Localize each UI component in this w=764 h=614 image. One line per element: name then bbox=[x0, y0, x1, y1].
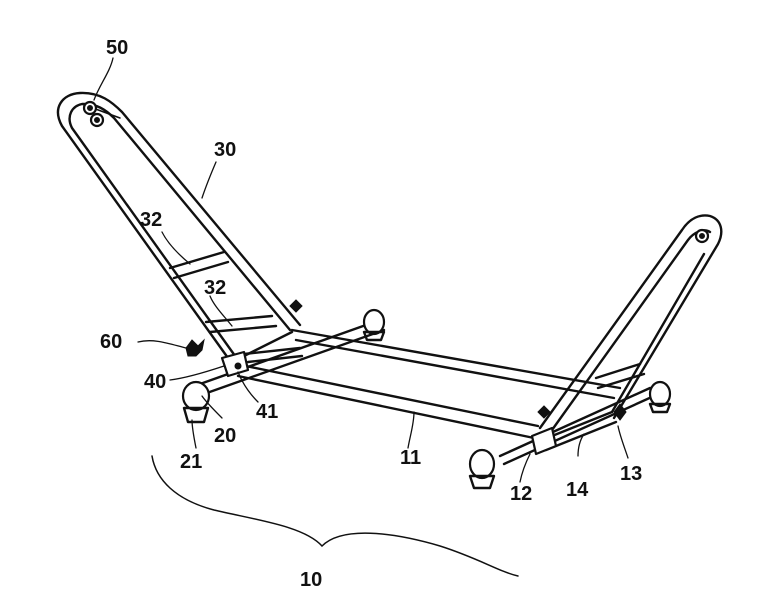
foot-pad-right-front bbox=[468, 448, 496, 490]
back-frame-left bbox=[56, 91, 302, 362]
foot-pad-left-rear bbox=[362, 308, 386, 342]
foot-pad-left-front bbox=[181, 380, 211, 424]
foot-pad-right-rear bbox=[648, 380, 672, 414]
label-lock-knob: 60 bbox=[100, 331, 122, 353]
label-back-frame: 30 bbox=[214, 139, 236, 161]
label-back-rung-upper: 32 bbox=[140, 209, 162, 231]
label-top-pivot: 50 bbox=[106, 37, 128, 59]
label-foot-clamp: 13 bbox=[620, 463, 642, 485]
label-hinge: 40 bbox=[144, 371, 166, 393]
top-pivot-bolts bbox=[82, 100, 105, 128]
hinge-assembly bbox=[185, 299, 303, 378]
leader-lines bbox=[93, 57, 629, 483]
label-hinge-pin: 41 bbox=[256, 401, 278, 423]
reference-labels: 50 30 32 32 60 40 41 20 21 11 12 14 13 1… bbox=[100, 37, 642, 591]
label-base-rail: 11 bbox=[400, 447, 421, 469]
label-rear-tube: 12 bbox=[510, 483, 532, 505]
label-back-rung-lower: 32 bbox=[204, 277, 226, 299]
label-frame-assembly: 10 bbox=[300, 569, 322, 591]
rear-assembly bbox=[468, 380, 672, 490]
label-foot-pad: 21 bbox=[180, 451, 202, 473]
label-rear-brace: 14 bbox=[566, 479, 589, 501]
label-front-crossbar: 20 bbox=[214, 425, 236, 447]
assembly-brace bbox=[151, 455, 519, 577]
base-rails bbox=[230, 328, 622, 440]
